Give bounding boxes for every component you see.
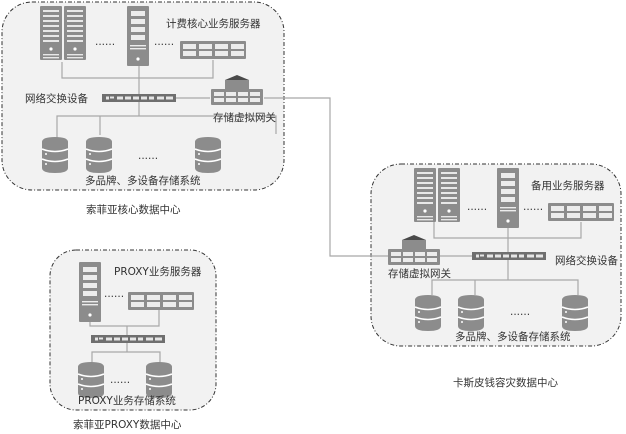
dr-rack-server-2 [438,168,460,222]
proxy-tower-server [79,262,101,322]
proxy-network-switch [91,335,165,343]
core-database-2 [85,136,113,174]
dr-server-ellipsis: ······ [467,204,487,216]
dr-storage-label: 多品牌、多设备存储系统 [455,330,571,343]
core-tower-server [127,6,149,66]
proxy-storage-label: PROXY业务存储系统 [78,394,176,407]
proxy-database-2 [145,361,173,399]
core-database-1 [41,136,69,174]
dr-datacenter-caption: 卡斯皮钱容灾数据中心 [453,376,558,389]
proxy-server-label: PROXY业务服务器 [114,265,202,278]
proxy-database-1 [77,361,105,399]
core-gateway-label: 存储虚拟网关 [213,111,276,124]
core-db-ellipsis: ······ [138,153,158,165]
dr-database-2 [457,294,485,332]
core-storage-label: 多品牌、多设备存储系统 [85,174,201,187]
dr-switch-label: 网络交换设备 [555,254,618,267]
core-switch-label: 网络交换设备 [25,92,88,105]
dr-server-label: 备用业务服务器 [531,179,605,192]
dr-rack-server-1 [414,168,436,222]
dr-tower-server [497,168,519,228]
dr-database-1 [414,294,442,332]
dr-db-ellipsis: ······ [510,309,530,321]
core-rack-server-2 [64,6,86,60]
core-server-label: 计费核心业务服务器 [166,17,261,30]
core-datacenter-caption: 索菲亚核心数据中心 [86,203,181,216]
core-server-ellipsis: ······ [95,39,115,51]
dr-network-switch [472,252,546,260]
proxy-array-ellipsis: ······ [104,291,124,303]
dr-gateway-label: 存储虚拟网关 [388,267,451,280]
connection-lines [56,60,582,365]
core-rack-server-1 [40,6,62,60]
proxy-db-ellipsis: ······ [110,377,130,389]
dr-array-ellipsis: ······ [523,204,543,216]
dr-database-3 [561,294,589,332]
dr-storage-array [548,203,614,221]
proxy-storage-array [128,292,194,310]
core-database-3 [194,136,222,174]
core-network-switch [102,94,176,102]
core-storage-array [180,41,246,59]
core-array-ellipsis: ······ [154,39,174,51]
proxy-datacenter-caption: 索菲亚PROXY数据中心 [73,418,182,431]
